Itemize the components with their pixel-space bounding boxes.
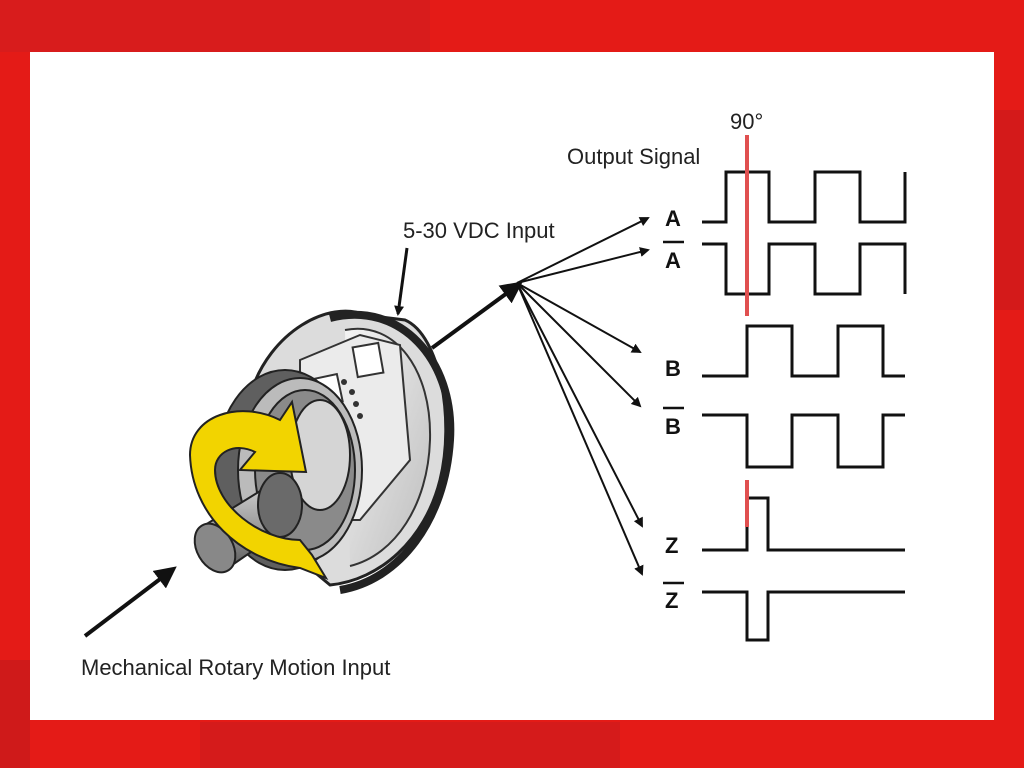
signal-label-b: B xyxy=(665,356,681,381)
encoder-illustration xyxy=(188,309,455,594)
frame-tile xyxy=(995,110,1024,310)
waveform-b xyxy=(702,324,905,378)
diagram-panel: 5-30 VDC Input Output Signal 90° Mechani… xyxy=(30,52,994,720)
signal-label-z-bar: Z xyxy=(665,588,678,613)
signal-label-a: A xyxy=(665,206,681,231)
rotation-arrow-icon xyxy=(188,399,329,580)
vdc-input-label: 5-30 VDC Input xyxy=(403,218,555,243)
waveforms xyxy=(702,170,907,642)
waveform-z xyxy=(702,496,905,552)
encoder-diagram: 5-30 VDC Input Output Signal 90° Mechani… xyxy=(81,109,907,680)
waveform-a-bar xyxy=(702,242,907,296)
frame-tile xyxy=(200,722,620,768)
mechanical-input-label: Mechanical Rotary Motion Input xyxy=(81,655,390,680)
frame-tile xyxy=(0,0,430,52)
phase-label: 90° xyxy=(730,109,763,134)
waveform-z-bar xyxy=(702,590,905,642)
signal-label-a-bar: A xyxy=(665,248,681,273)
frame-tile xyxy=(0,660,30,768)
output-signal-label: Output Signal xyxy=(567,144,700,169)
arrows xyxy=(83,217,650,638)
signal-label-z: Z xyxy=(665,533,678,558)
signal-label-b-bar: B xyxy=(665,414,681,439)
waveform-a xyxy=(702,170,907,224)
waveform-b-bar xyxy=(702,413,905,469)
